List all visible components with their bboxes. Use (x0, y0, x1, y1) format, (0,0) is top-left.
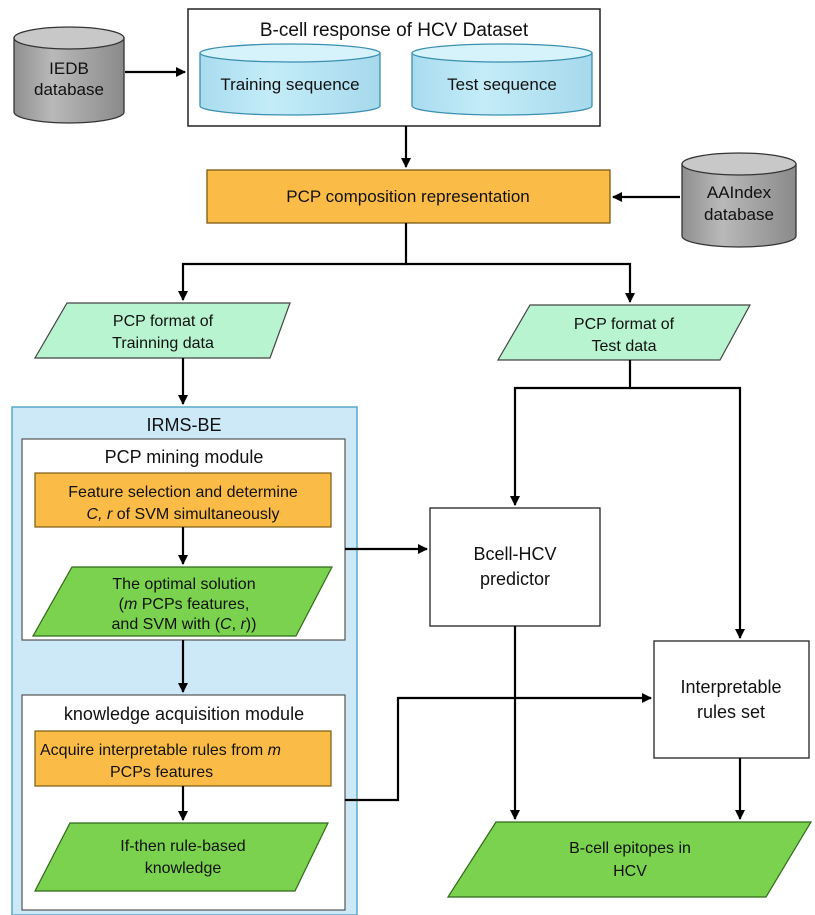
connector-test-to-predictor (510, 360, 632, 506)
test-sequence-label: Test sequence (447, 75, 557, 94)
acquire-line1: Acquire interpretable rules from m (40, 742, 281, 759)
aaindex-line2: database (704, 205, 774, 224)
ifthen-line2: knowledge (145, 860, 222, 877)
connector-pcp-to-test (406, 262, 635, 303)
connector-knowledge-to-rules (345, 693, 652, 802)
epitopes-line1: B-cell epitopes in (569, 840, 691, 857)
train-format-line1: PCP format of (113, 313, 214, 330)
dataset-title: B-cell response of HCV Dataset (260, 20, 529, 41)
pcp-format-training-parallelogram: PCP format of Trainning data (33, 302, 291, 359)
predictor-line1: Bcell-HCV (473, 544, 556, 564)
iedb-line2: database (34, 80, 104, 99)
connectors (125, 67, 745, 821)
feature-line2: C, r of SVM simultaneously (87, 506, 280, 523)
training-sequence-label: Training sequence (220, 75, 359, 94)
optimal-solution-parallelogram: The optimal solution (m PCPs features, a… (31, 566, 333, 637)
train-format-line2: Trainning data (112, 335, 214, 352)
aaindex-database-cylinder: AAIndex database (681, 152, 797, 248)
interpretable-rules-box: Interpretable rules set (653, 640, 810, 759)
pcp-composition-label: PCP composition representation (286, 187, 530, 206)
acquire-rules-box: Acquire interpretable rules from m PCPs … (34, 730, 332, 787)
epitopes-line2: HCV (613, 863, 647, 880)
pcp-composition-box: PCP composition representation (206, 169, 611, 224)
iedb-line1: IEDB (49, 59, 89, 78)
training-sequence-cylinder: Training sequence (199, 43, 381, 116)
bcell-hcv-predictor-box: Bcell-HCV predictor (429, 507, 601, 627)
test-format-line2: Test data (592, 338, 657, 355)
predictor-line2: predictor (480, 569, 550, 589)
test-sequence-cylinder: Test sequence (411, 43, 593, 116)
rules-line2: rules set (697, 702, 765, 722)
test-format-line1: PCP format of (574, 316, 675, 333)
rules-line1: Interpretable (680, 677, 781, 697)
optimal-line3: and SVM with (C, r)) (112, 616, 257, 633)
connector-pcp-split (178, 223, 408, 301)
optimal-line1: The optimal solution (112, 576, 255, 593)
if-then-parallelogram: If-then rule-based knowledge (34, 822, 329, 892)
optimal-line2: (m PCPs features, (119, 596, 250, 613)
pcp-format-test-parallelogram: PCP format of Test data (496, 304, 752, 361)
feature-line1: Feature selection and determine (68, 484, 298, 501)
knowledge-module-title: knowledge acquisition module (64, 704, 304, 724)
feature-selection-box: Feature selection and determine C, r of … (34, 472, 332, 528)
aaindex-line1: AAIndex (707, 183, 772, 202)
mining-module-title: PCP mining module (105, 447, 264, 467)
connector-test-to-rules (630, 386, 745, 639)
irms-be-title: IRMS-BE (146, 415, 221, 435)
ifthen-line1: If-then rule-based (120, 838, 245, 855)
iedb-database-cylinder: IEDB database (13, 26, 125, 124)
acquire-line2: PCPs features (110, 764, 213, 781)
bcell-epitopes-parallelogram: B-cell epitopes in HCV (446, 821, 813, 898)
